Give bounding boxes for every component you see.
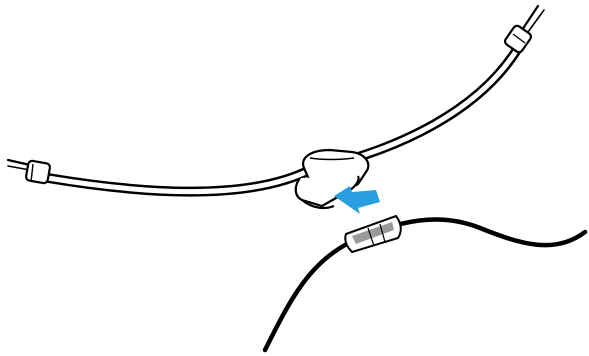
cable-sleeve: [344, 215, 402, 253]
headband-arc-outer: [43, 43, 523, 197]
headband-left-tail: [6, 158, 32, 167]
cable-sleeve-band: [352, 222, 394, 244]
headband-cable: [6, 4, 545, 197]
black-cable-path: [262, 217, 588, 353]
insert-direction-arrow: [334, 186, 380, 214]
clip-jaw: [301, 199, 335, 210]
black-cable: [262, 217, 588, 353]
left-end-sleeve: [24, 159, 52, 185]
headband-right-tail: [520, 4, 540, 32]
right-end-sleeve: [503, 24, 533, 54]
cable-clip: [294, 148, 370, 210]
clip-lower-body: [294, 175, 360, 208]
